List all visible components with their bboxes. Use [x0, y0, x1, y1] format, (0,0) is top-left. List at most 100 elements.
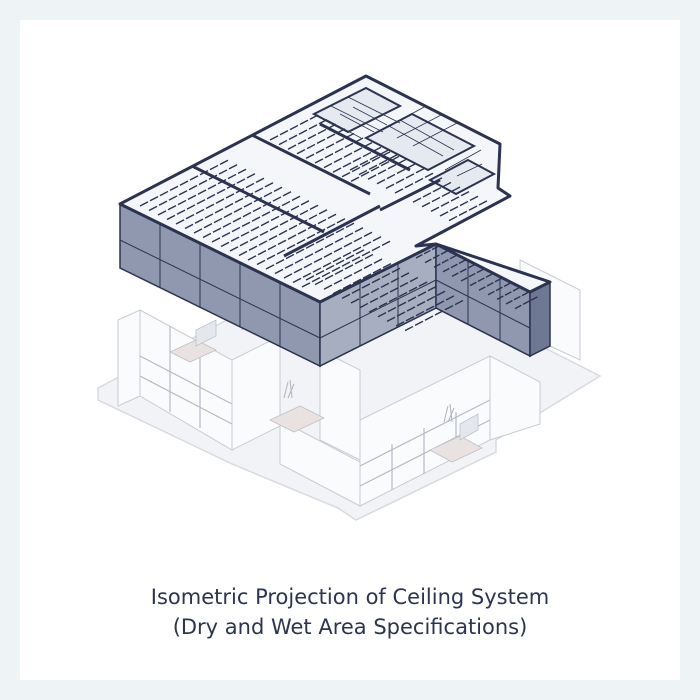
grid-strip — [360, 293, 370, 299]
grid-strip — [354, 227, 364, 233]
grid-strip — [390, 277, 400, 283]
grid-strip — [350, 298, 360, 304]
grid-strip — [395, 178, 405, 184]
grid-strip — [205, 203, 215, 210]
grid-strip — [352, 246, 362, 252]
grid-strip — [231, 226, 241, 233]
grid-strip — [326, 223, 336, 229]
grid-strip — [305, 275, 315, 281]
grid-strip — [344, 142, 354, 149]
grid-strip — [449, 254, 457, 260]
grid-strip — [264, 182, 274, 188]
grid-strip — [206, 193, 216, 200]
grid-strip — [344, 232, 354, 238]
grid-strip — [168, 195, 178, 201]
grid-strip — [258, 240, 268, 246]
grid-strip — [305, 153, 315, 160]
grid-strip — [354, 259, 364, 265]
grid-strip — [323, 162, 333, 169]
grid-strip — [187, 194, 197, 201]
grid-strip — [445, 295, 455, 301]
grid-strip — [212, 227, 222, 233]
grid-strip — [496, 295, 504, 301]
grid-strip — [259, 230, 269, 237]
grid-strip — [358, 169, 368, 176]
grid-strip — [417, 291, 427, 297]
grid-strip — [421, 202, 431, 208]
grid-strip — [414, 320, 424, 327]
grid-strip — [345, 254, 355, 260]
grid-strip — [249, 235, 259, 242]
grid-strip — [332, 289, 342, 295]
grid-strip — [406, 306, 416, 312]
grid-strip — [295, 248, 305, 255]
grid-strip — [318, 119, 328, 125]
grid-strip — [441, 259, 449, 264]
grid-strip — [521, 291, 529, 297]
grid-strip — [351, 288, 361, 294]
grid-strip — [169, 185, 179, 192]
grid-strip — [522, 300, 530, 306]
grid-strip — [380, 282, 390, 289]
diagram-caption: Isometric Projection of Ceiling System (… — [20, 582, 680, 642]
grid-strip — [439, 211, 449, 217]
grid-strip — [454, 299, 464, 306]
grid-strip — [211, 237, 221, 243]
grid-strip — [298, 129, 308, 135]
dry-area-grid — [139, 114, 538, 332]
grid-strip — [278, 139, 288, 146]
ceiling-side-notch — [529, 280, 551, 358]
grid-strip — [344, 264, 354, 270]
grid-strip — [400, 272, 410, 278]
grid-strip — [430, 206, 440, 213]
grid-strip — [451, 186, 461, 192]
grid-strip — [352, 278, 362, 285]
grid-strip — [306, 143, 316, 150]
grid-strip — [503, 282, 511, 288]
grid-strip — [422, 192, 432, 198]
grid-strip — [293, 268, 303, 274]
grid-strip — [372, 268, 382, 274]
grid-strip — [178, 190, 188, 196]
grid-strip — [228, 164, 238, 170]
grid-strip — [386, 316, 396, 323]
grid-strip — [209, 164, 219, 171]
grid-strip — [240, 231, 250, 237]
grid-strip — [494, 277, 502, 283]
grid-strip — [458, 259, 466, 265]
grid-strip — [341, 261, 351, 267]
grid-strip — [300, 200, 310, 206]
grid-strip — [355, 249, 365, 255]
grid-strip — [368, 307, 378, 313]
grid-strip — [202, 232, 212, 239]
grid-strip — [333, 279, 343, 285]
grid-strip — [296, 149, 306, 155]
grid-strip — [371, 245, 381, 252]
caption-line-2: (Dry and Wet Area Specifications) — [172, 615, 528, 639]
grid-strip — [495, 286, 503, 292]
grid-strip — [467, 264, 475, 269]
grid-strip — [222, 222, 232, 228]
grid-strip — [398, 291, 408, 298]
grid-strip — [458, 210, 468, 217]
grid-strip — [230, 236, 240, 242]
grid-strip — [308, 214, 318, 220]
grid-strip — [404, 325, 414, 332]
grid-strip — [362, 241, 372, 247]
grid-strip — [423, 249, 431, 255]
grid-strip — [314, 279, 324, 286]
grid-strip — [257, 250, 267, 256]
grid-strip — [361, 161, 371, 168]
grid-strip — [266, 254, 276, 260]
grid-strip — [388, 297, 398, 303]
grid-strip — [325, 233, 335, 239]
grid-strip — [324, 242, 334, 249]
grid-strip — [424, 258, 432, 264]
grid-strip — [459, 268, 467, 273]
grid-strip — [299, 209, 309, 216]
grid-strip — [341, 293, 351, 300]
grid-strip — [476, 268, 484, 274]
grid-strip — [245, 182, 255, 189]
grid-strip — [275, 259, 285, 265]
grid-strip — [325, 264, 335, 271]
